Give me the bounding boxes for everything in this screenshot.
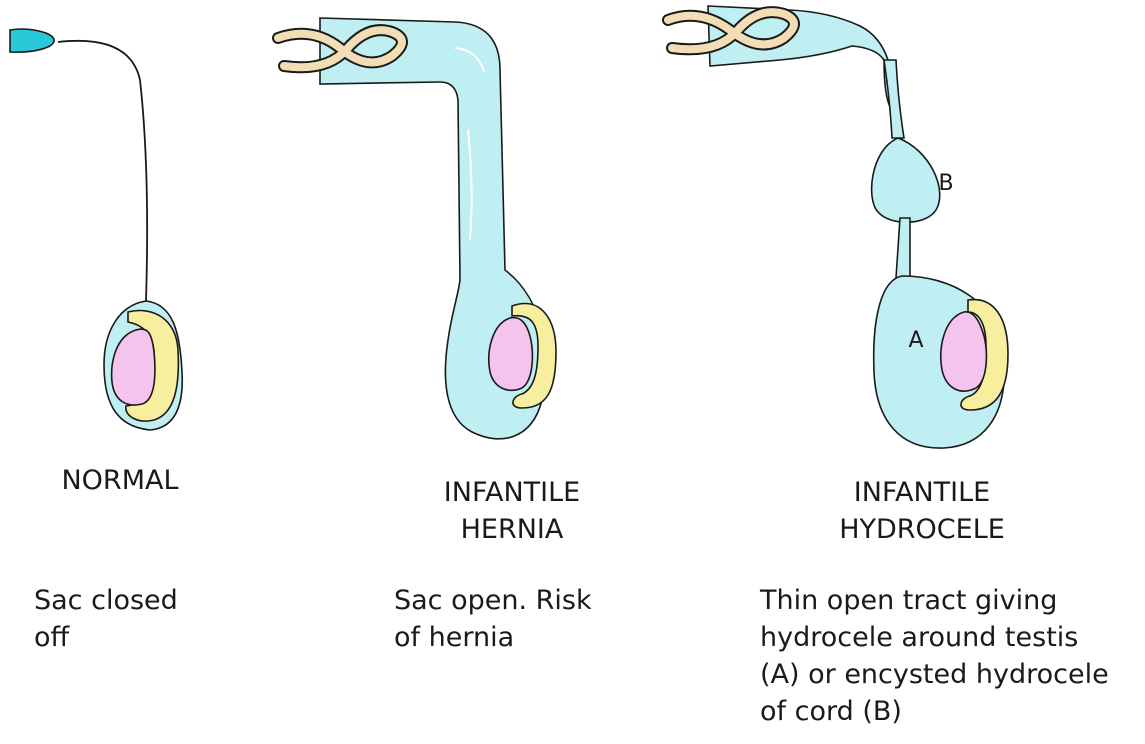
label-b: B [938,171,953,196]
encysted-hydrocele-b [872,138,940,222]
hernia-title: INFANTILE HERNIA [412,474,612,548]
normal-description: Sac closed off [34,582,234,656]
closed-processus-cord [58,41,147,301]
hernia-description: Sac open. Risk of hernia [394,582,634,656]
closed-sac-cap [10,29,54,52]
normal-panel-illustration [10,29,182,430]
hydrocele-lower-tract [896,218,910,278]
normal-title: NORMAL [30,462,210,499]
label-a: A [908,328,923,353]
hydrocele-panel-illustration: B A [668,6,1008,448]
hydrocele-title: INFANTILE HYDROCELE [812,474,1032,548]
hydrocele-description: Thin open tract giving hydrocele around … [760,582,1140,730]
hernia-panel-illustration [278,18,556,439]
